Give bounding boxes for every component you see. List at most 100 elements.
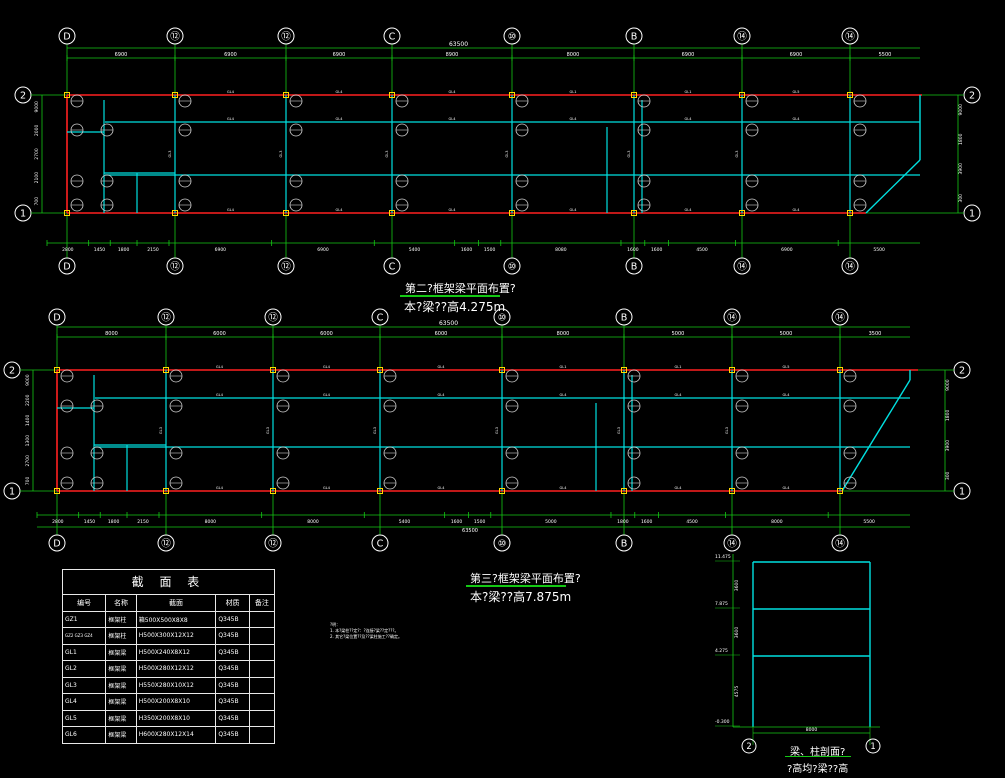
elevation-level-label: -0.300 [715,719,730,725]
section-table-header-row: 编号 名称 截面 材质 备注 [61,594,276,612]
beam-label: GL3 [373,427,377,434]
header-section: 截面 [135,594,217,612]
axis-bubble-left-label: 1 [20,209,26,220]
header-name: 名称 [105,594,137,612]
axis-bubble-bottom [503,257,521,275]
axis-bubble-top-label: ⑭ [727,313,737,324]
axis-bubble-bottom [58,257,76,275]
axis-bubble-bottom [166,257,184,275]
plan-bottom-title: 第三?框架梁平面布置? [470,572,581,585]
section-cell: Q345B [215,726,250,744]
axis-bubble-bottom-label: ⑩ [498,539,507,550]
dimension-side-right: 3900 [945,440,951,452]
axis-bubble-bottom-label: B [621,539,628,550]
dimension-side-left: 9000 [34,101,40,113]
axis-bubble-top [58,27,76,45]
section-cell: GL2 [61,660,107,678]
dimension-top: 8000 [567,52,580,58]
axis-bubble-bottom [841,257,859,275]
dimension-total: 63500 [439,320,458,327]
dimension-side-left: 1300 [25,435,31,447]
beam-label: GL3 [385,151,389,158]
dimension-top: 3500 [869,331,882,337]
beam-label: GL4 [438,393,446,397]
dimension-bottom: 6900 [215,247,227,253]
plan-bottom-title-underline [466,585,566,587]
axis-bubble-right-label: 1 [969,209,975,220]
beam-label: GL4 [783,393,791,397]
axis-bubble-bottom-label: ⑫ [170,262,180,273]
elevation-title: 梁、柱剖面? [790,747,846,758]
column-marker [739,210,745,216]
axis-bubble-top-label: ⑩ [508,32,517,43]
dimension-side-right: 1800 [958,133,964,145]
dimension-bottom: 5400 [409,247,421,253]
dimension-bottom: 2150 [137,519,149,525]
axis-bubble-bottom-label: ⑭ [737,262,747,273]
beam-label: GL1 [570,90,577,94]
beam-label: GL4 [216,393,224,397]
dimension-side-right: 9000 [945,379,951,391]
section-cell: Q345B [215,643,250,661]
column-marker [54,367,60,373]
section-cell: Q345B [215,676,250,694]
dimension-bottom: 1600 [461,247,473,253]
dimension-bottom: 4500 [696,247,708,253]
axis-bubble-top [264,308,282,326]
axis-bubble-bottom-label: ⑫ [161,539,171,550]
elevation-level-label: 4.275 [715,648,728,654]
column-marker [64,92,70,98]
dimension-top: 5000 [672,331,685,337]
dimension-bottom: 6900 [317,247,329,253]
section-cell: H500X300X12X12 [135,627,217,645]
column-marker [837,367,843,373]
beam-label: GL4 [438,365,446,369]
elevation-width-dim: 8000 [806,727,818,733]
dimension-top: 8000 [105,331,118,337]
beam-label: GL1 [560,365,567,369]
column-marker [172,92,178,98]
column-marker [847,92,853,98]
axis-bubble-bottom [383,257,401,275]
axis-bubble-right-label: 2 [959,366,965,377]
beam-label: GL4 [336,117,344,121]
section-table-title: 截 面 表 [62,569,275,594]
elevation-subtitle: ?高均?梁??高 [787,764,849,775]
axis-bubble-top-label: ⑫ [268,313,278,324]
section-cell [248,627,276,645]
beam-label: GL4 [560,486,568,490]
beam-label: GL3 [168,151,172,158]
axis-bubble-top [383,27,401,45]
axis-bubble-bottom [157,534,175,552]
dimension-bottom: 2800 [52,519,64,525]
dimension-bottom: 1500 [484,247,496,253]
axis-bubble-top [371,308,389,326]
section-cell: H500X240X8X12 [135,643,217,661]
column-marker [389,210,395,216]
axis-bubble-top-label: ⑫ [170,32,180,43]
dimension-bottom: 1600 [641,519,653,525]
beam-label: GL4 [323,365,331,369]
dimension-bottom: 5500 [873,247,885,253]
axis-bubble-left-label: 2 [9,366,15,377]
column-marker [499,367,505,373]
plan-top-title: 第二?框架梁平面布置? [405,282,516,295]
dimension-side-left: 2700 [25,455,31,467]
section-cell: 框架梁 [105,693,137,711]
axis-bubble-top-label: B [621,313,628,324]
beam-label: GL4 [449,117,457,121]
header-remark: 备注 [248,594,276,612]
beam-label: GL3 [159,427,163,434]
axis-bubble-top [831,308,849,326]
dimension-bottom: 1600 [627,247,639,253]
plan-top-subtitle: 本?梁??高4.275m [404,300,506,314]
column-marker [631,92,637,98]
dimension-bottom: 1500 [474,519,486,525]
column-marker [163,488,169,494]
dimension-bottom: 8000 [307,519,319,525]
dimension-bottom: 8000 [205,519,217,525]
axis-bubble-top-label: C [389,32,396,43]
